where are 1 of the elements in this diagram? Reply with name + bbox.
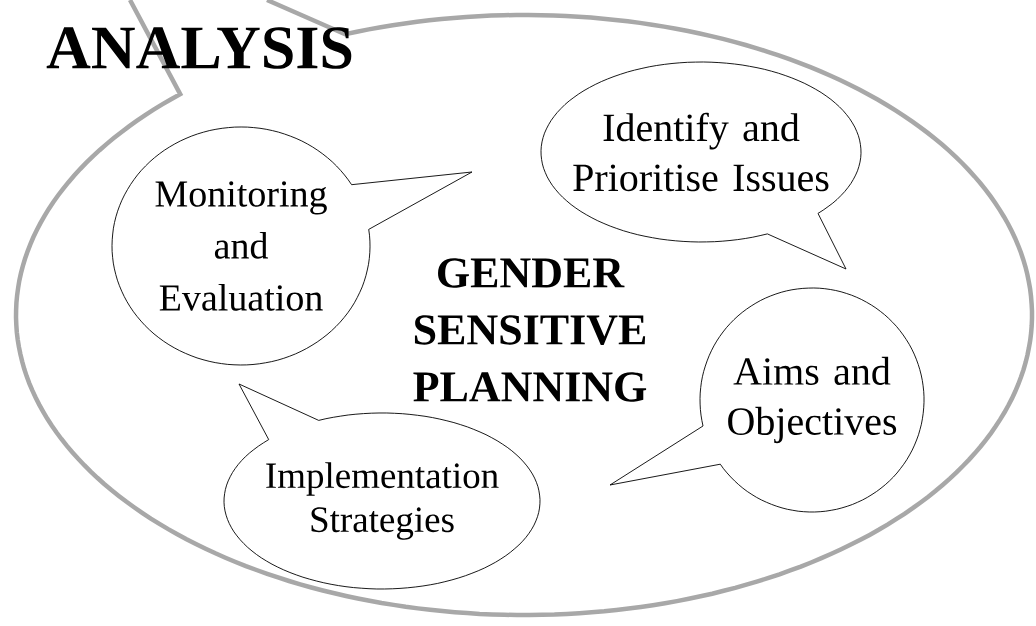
heading: ANALYSIS	[46, 27, 352, 69]
